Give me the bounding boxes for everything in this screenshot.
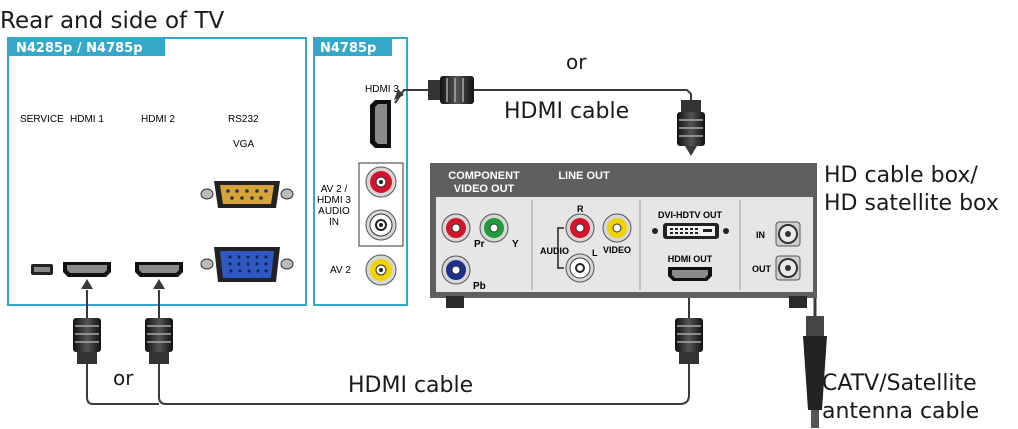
vga-label: VGA (233, 139, 254, 150)
arrow-into-hdmi3-icon (394, 89, 404, 100)
line-out-r-jack (565, 213, 595, 243)
arrow-into-dvi-out-icon (685, 146, 697, 156)
component-pb-jack (441, 255, 471, 285)
line-out-video-jack (602, 213, 632, 243)
hdmi-out-label: HDMI OUT (668, 254, 713, 264)
rear-model-tag (9, 39, 165, 56)
line-out-l-jack (565, 253, 595, 283)
av2-audio-label-4: IN (329, 217, 339, 228)
hdmi-plug-box-bottom (675, 318, 703, 364)
rs232-port (200, 181, 294, 208)
antenna-in-jack (775, 221, 801, 247)
av2-audio-right-jack (365, 166, 397, 198)
or-label-top: or (566, 50, 587, 74)
y-label: Y (512, 239, 519, 250)
antenna-cable-plug (803, 316, 827, 428)
hdmi2-label: HDMI 2 (141, 114, 175, 125)
pr-label: Pr (474, 239, 485, 250)
av2-audio-label-2: HDMI 3 (317, 195, 351, 206)
dvi-out-label: DVI-HDTV OUT (658, 210, 723, 220)
side-model-label: N4785p (320, 41, 376, 56)
hdmi-plug-tv-hdmi2 (145, 318, 173, 364)
hdmi3-label: HDMI 3 (365, 84, 399, 95)
antenna-in-label: IN (756, 230, 765, 240)
or-label-bottom: or (113, 366, 134, 390)
l-label: L (592, 248, 598, 258)
hdmi-plug-top-left (428, 76, 474, 104)
side-model-tag (315, 39, 392, 56)
pb-label: Pb (473, 281, 486, 292)
dvi-out-port (652, 223, 729, 239)
service-port (31, 264, 53, 275)
hd-cable-box: COMPONENT VIDEO OUT LINE OUT Pr Y Pb (430, 163, 817, 308)
service-label: SERVICE (20, 114, 64, 125)
box-name-line1: HD cable box/ (824, 163, 978, 188)
arrow-into-hdmi1-icon (81, 279, 93, 289)
hdmi-cable-label-top: HDMI cable (504, 99, 629, 124)
r-label: R (577, 204, 584, 214)
component-pr-jack (441, 213, 471, 243)
vga-port (200, 247, 294, 282)
hdmi1-port (63, 262, 111, 277)
av2-audio-label-1: AV 2 / (321, 184, 348, 195)
tv-rear-panel: N4285p / N4785p SERVICE HDMI 1 HDMI 2 RS… (7, 37, 307, 306)
tv-side-panel: N4785p HDMI 3 AV 2 / HDMI 3 AUDIO IN AV … (313, 37, 408, 306)
hdmi3-port (370, 100, 391, 148)
hdmi-cable-label-bottom: HDMI cable (348, 373, 473, 398)
box-name-line2: HD satellite box (824, 191, 999, 216)
component-y-jack (479, 213, 509, 243)
diagram-title: Rear and side of TV (0, 8, 225, 34)
antenna-out-label: OUT (752, 264, 772, 274)
hdmi-plug-tv-hdmi1 (73, 318, 101, 364)
antenna-out-jack (775, 255, 801, 281)
component-label-1: COMPONENT (448, 170, 520, 182)
audio-label: AUDIO (540, 246, 569, 256)
arrow-into-hdmi2-icon (153, 279, 165, 289)
hdmi-out-port (668, 267, 712, 281)
rs232-label: RS232 (228, 114, 259, 125)
hdmi1-label: HDMI 1 (70, 114, 104, 125)
line-out-label: LINE OUT (558, 170, 610, 182)
antenna-label-line1: CATV/Satellite (822, 371, 977, 396)
av2-label: AV 2 (330, 265, 351, 276)
av2-audio-label-3: AUDIO (318, 206, 350, 217)
hdmi2-port (135, 262, 183, 277)
av2-audio-left-jack (365, 209, 397, 241)
antenna-label-line2: antenna cable (822, 399, 979, 424)
rear-model-label: N4285p / N4785p (16, 41, 143, 56)
component-label-2: VIDEO OUT (454, 183, 515, 195)
video-label: VIDEO (603, 245, 631, 255)
hdmi-plug-top-right (677, 100, 705, 146)
av2-video-jack (365, 254, 397, 286)
